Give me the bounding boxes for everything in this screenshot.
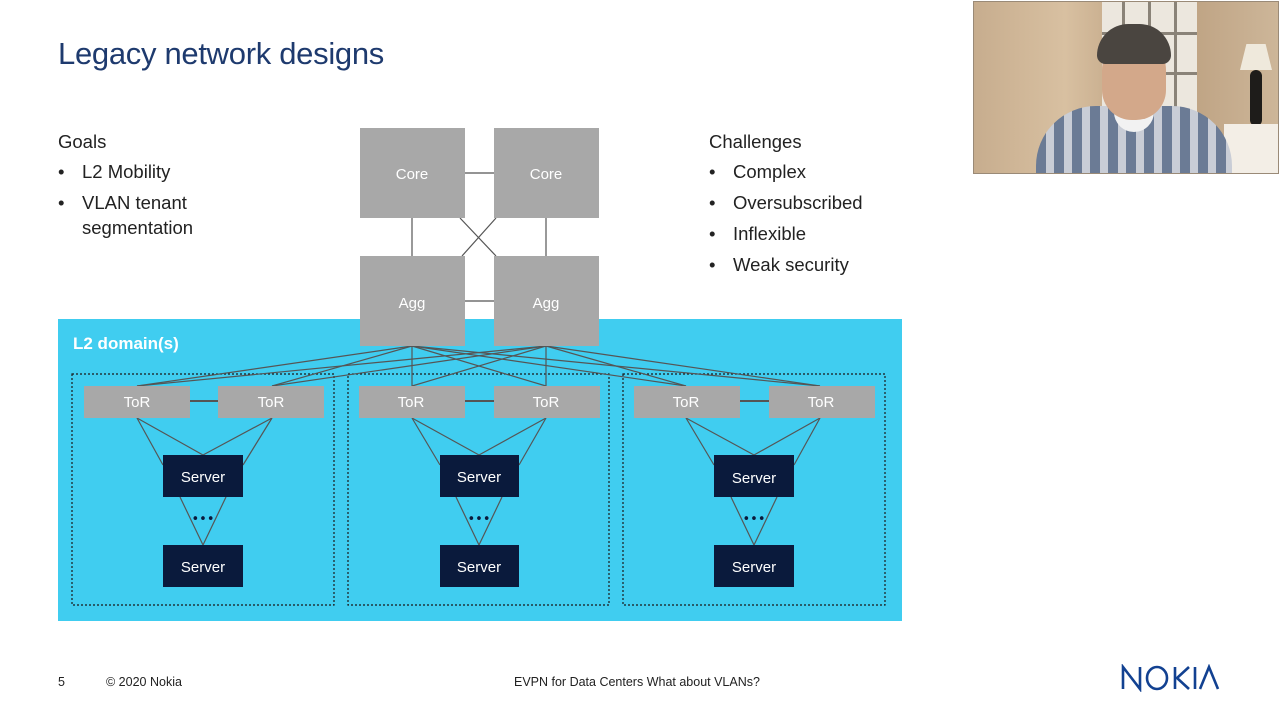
goals-list: L2 Mobility VLAN tenant segmentation <box>58 160 278 241</box>
tor-node: ToR <box>84 386 190 418</box>
agg-label: Agg <box>399 295 426 312</box>
challenges-heading: Challenges <box>709 131 802 152</box>
link <box>136 345 413 387</box>
link <box>136 417 164 466</box>
server-label: Server <box>732 470 776 487</box>
link <box>793 417 821 466</box>
page-number: 5 <box>58 675 65 689</box>
server-ellipsis: ••• <box>742 512 765 527</box>
server-ellipsis: ••• <box>467 512 490 527</box>
server-label: Server <box>181 469 225 486</box>
slide-title: Legacy network designs <box>58 36 384 71</box>
server-node: Server <box>440 545 519 587</box>
core-label: Core <box>530 166 563 183</box>
link <box>136 345 547 387</box>
challenges-section: Challenges Complex Oversubscribed Inflex… <box>709 130 939 284</box>
tor-label: ToR <box>808 394 835 411</box>
shelf <box>1224 124 1278 173</box>
link <box>478 417 547 456</box>
server-node: Server <box>163 545 243 587</box>
link <box>202 496 227 546</box>
lamp-shade <box>1240 44 1272 70</box>
link <box>518 417 547 466</box>
core-node: Core <box>494 128 599 218</box>
agg-node: Agg <box>494 256 599 346</box>
tor-label: ToR <box>124 394 151 411</box>
pod-container <box>347 373 610 606</box>
server-node: Server <box>714 545 794 587</box>
server-node: Server <box>440 455 519 497</box>
goal-item: VLAN tenant segmentation <box>58 191 278 241</box>
challenge-item: Complex <box>709 160 939 185</box>
tor-node: ToR <box>769 386 875 418</box>
link <box>411 345 547 387</box>
link <box>242 417 273 466</box>
tor-label: ToR <box>258 394 285 411</box>
link <box>411 345 687 387</box>
challenge-item: Inflexible <box>709 222 939 247</box>
link <box>202 417 273 456</box>
link <box>179 496 204 546</box>
l2-domain-label: L2 domain(s) <box>73 334 179 353</box>
tor-label: ToR <box>398 394 425 411</box>
lamp-base <box>1250 70 1262 126</box>
link <box>545 345 687 387</box>
pod-container <box>622 373 886 606</box>
tor-label: ToR <box>533 394 560 411</box>
challenge-item: Oversubscribed <box>709 191 939 216</box>
link <box>753 417 821 456</box>
link <box>730 496 755 546</box>
link <box>411 417 441 466</box>
core-label: Core <box>396 166 429 183</box>
pod-container <box>71 373 335 606</box>
goals-section: Goals L2 Mobility VLAN tenant segmentati… <box>58 130 278 247</box>
goals-heading: Goals <box>58 131 107 152</box>
link <box>685 417 715 466</box>
link <box>478 496 503 546</box>
link <box>459 217 497 257</box>
goal-item: L2 Mobility <box>58 160 278 185</box>
agg-label: Agg <box>533 295 560 312</box>
nokia-logo <box>1121 664 1220 692</box>
challenge-item: Weak security <box>709 253 939 278</box>
tor-node: ToR <box>494 386 600 418</box>
tor-node: ToR <box>634 386 740 418</box>
link <box>271 345 547 387</box>
link <box>455 496 480 546</box>
tor-node: ToR <box>359 386 465 418</box>
link <box>136 417 204 456</box>
server-label: Server <box>457 559 501 576</box>
agg-node: Agg <box>360 256 465 346</box>
link <box>411 417 480 456</box>
server-node: Server <box>714 455 794 497</box>
server-label: Server <box>181 559 225 576</box>
tor-label: ToR <box>673 394 700 411</box>
challenges-list: Complex Oversubscribed Inflexible Weak s… <box>709 160 939 278</box>
link <box>461 217 497 257</box>
server-node: Server <box>163 455 243 497</box>
link <box>685 417 755 456</box>
tor-node: ToR <box>218 386 324 418</box>
server-label: Server <box>457 469 501 486</box>
presenter <box>1036 24 1232 173</box>
copyright: © 2020 Nokia <box>106 675 182 689</box>
link <box>753 496 778 546</box>
presenter-video <box>973 1 1279 174</box>
server-label: Server <box>732 559 776 576</box>
footer-title: EVPN for Data Centers What about VLANs? <box>514 675 760 689</box>
link <box>545 345 821 387</box>
core-node: Core <box>360 128 465 218</box>
server-ellipsis: ••• <box>191 512 214 527</box>
